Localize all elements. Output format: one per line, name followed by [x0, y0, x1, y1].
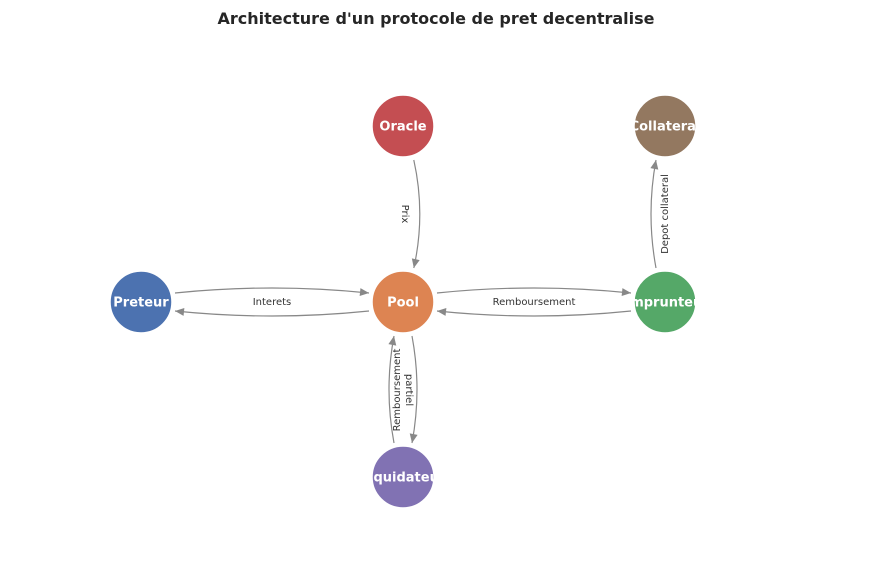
arrowhead-icon: [411, 258, 420, 268]
node-preteur: Preteur: [109, 270, 173, 334]
edge-line: [174, 310, 370, 317]
edge-line: [174, 287, 370, 294]
edge-preteur-to-pool: [174, 287, 370, 297]
edge-label: Prix: [399, 205, 410, 224]
node-liquidateur: Liquidateur: [361, 445, 446, 509]
node-label: Preteur: [113, 296, 169, 311]
node-label: Liquidateur: [361, 471, 446, 486]
edge-label: Interets: [253, 297, 292, 308]
node-pool: Pool: [371, 270, 435, 334]
node-emprunteur: Emprunteur: [621, 270, 709, 334]
node-circle: [371, 94, 435, 158]
node-circle: [633, 94, 697, 158]
edge-line: [650, 159, 657, 269]
node-label: Collateral: [630, 120, 701, 135]
edge-pool-to-liquidateur: Remboursement: [392, 335, 418, 444]
node-circle: [633, 270, 697, 334]
edge-pool-to-emprunteur: [436, 287, 632, 297]
arrowhead-icon: [388, 336, 397, 346]
edge-emprunteur-to-pool: Remboursement: [436, 297, 632, 317]
edge-liquidateur-to-pool: partiel: [388, 335, 414, 444]
edge-label: Remboursement: [493, 297, 576, 308]
edge-emprunteur-to-collateral: Depot collateral: [650, 159, 671, 269]
arrowhead-icon: [175, 307, 185, 316]
edge-line: [436, 310, 632, 317]
node-collateral: Collateral: [630, 94, 701, 158]
node-circle: [109, 270, 173, 334]
edge-line: [413, 159, 421, 269]
node-circle: [371, 445, 435, 509]
diagram-title: Architecture d'un protocole de pret dece…: [217, 9, 654, 28]
edge-pool-to-preteur: Interets: [174, 297, 370, 317]
arrowhead-icon: [359, 288, 369, 297]
node-circle: [371, 270, 435, 334]
arrowhead-icon: [437, 307, 447, 316]
node-label: Emprunteur: [621, 296, 709, 311]
node-label: Oracle: [379, 120, 426, 135]
node-oracle: Oracle: [371, 94, 435, 158]
arrowhead-icon: [650, 160, 659, 170]
edge-label: Remboursement: [392, 349, 403, 432]
edge-label: Depot collateral: [660, 174, 671, 254]
arrowhead-icon: [621, 288, 631, 297]
arrowhead-icon: [409, 433, 418, 443]
edge-line: [436, 287, 632, 294]
edge-oracle-to-pool: Prix: [399, 159, 421, 269]
edge-label: partiel: [403, 374, 414, 406]
edge-line: [411, 335, 418, 444]
edge-line: [388, 335, 395, 444]
node-label: Pool: [387, 296, 419, 311]
